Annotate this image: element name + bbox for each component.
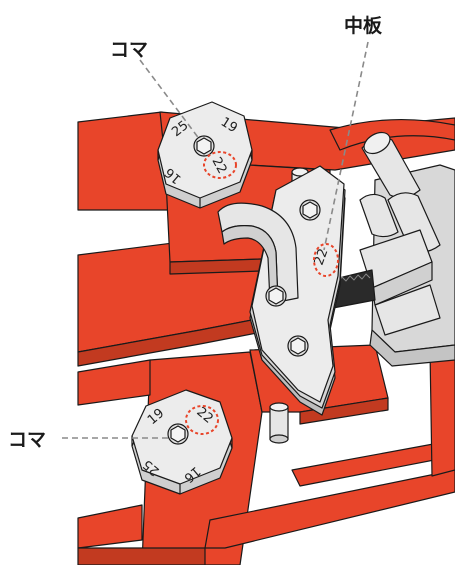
center-plate (217, 165, 346, 416)
bolt-plate-low (287, 335, 309, 357)
top-koma-number-22: 22 (208, 155, 229, 177)
label-koma-top: コマ (110, 39, 148, 61)
bolt-plate-top (299, 199, 321, 221)
leader-top-koma (139, 59, 201, 141)
top-koma-highlight-circle (203, 151, 237, 179)
plate-number-22: 22 (312, 247, 332, 268)
label-koma-bottom: コマ (8, 429, 46, 451)
leader-lines (62, 41, 369, 439)
bottom-koma-highlight-circle (185, 405, 219, 435)
right-mechanism (309, 131, 455, 367)
pin-lower (269, 402, 289, 444)
label-naka-ita: 中板 (344, 14, 383, 37)
leader-plate (323, 41, 369, 251)
plate-highlight-circle (313, 243, 339, 277)
top-koma-block (157, 101, 253, 209)
top-koma-number-19: 19 (218, 115, 240, 136)
bolt-plate-mid (265, 285, 287, 307)
bottom-koma-block (131, 389, 233, 495)
